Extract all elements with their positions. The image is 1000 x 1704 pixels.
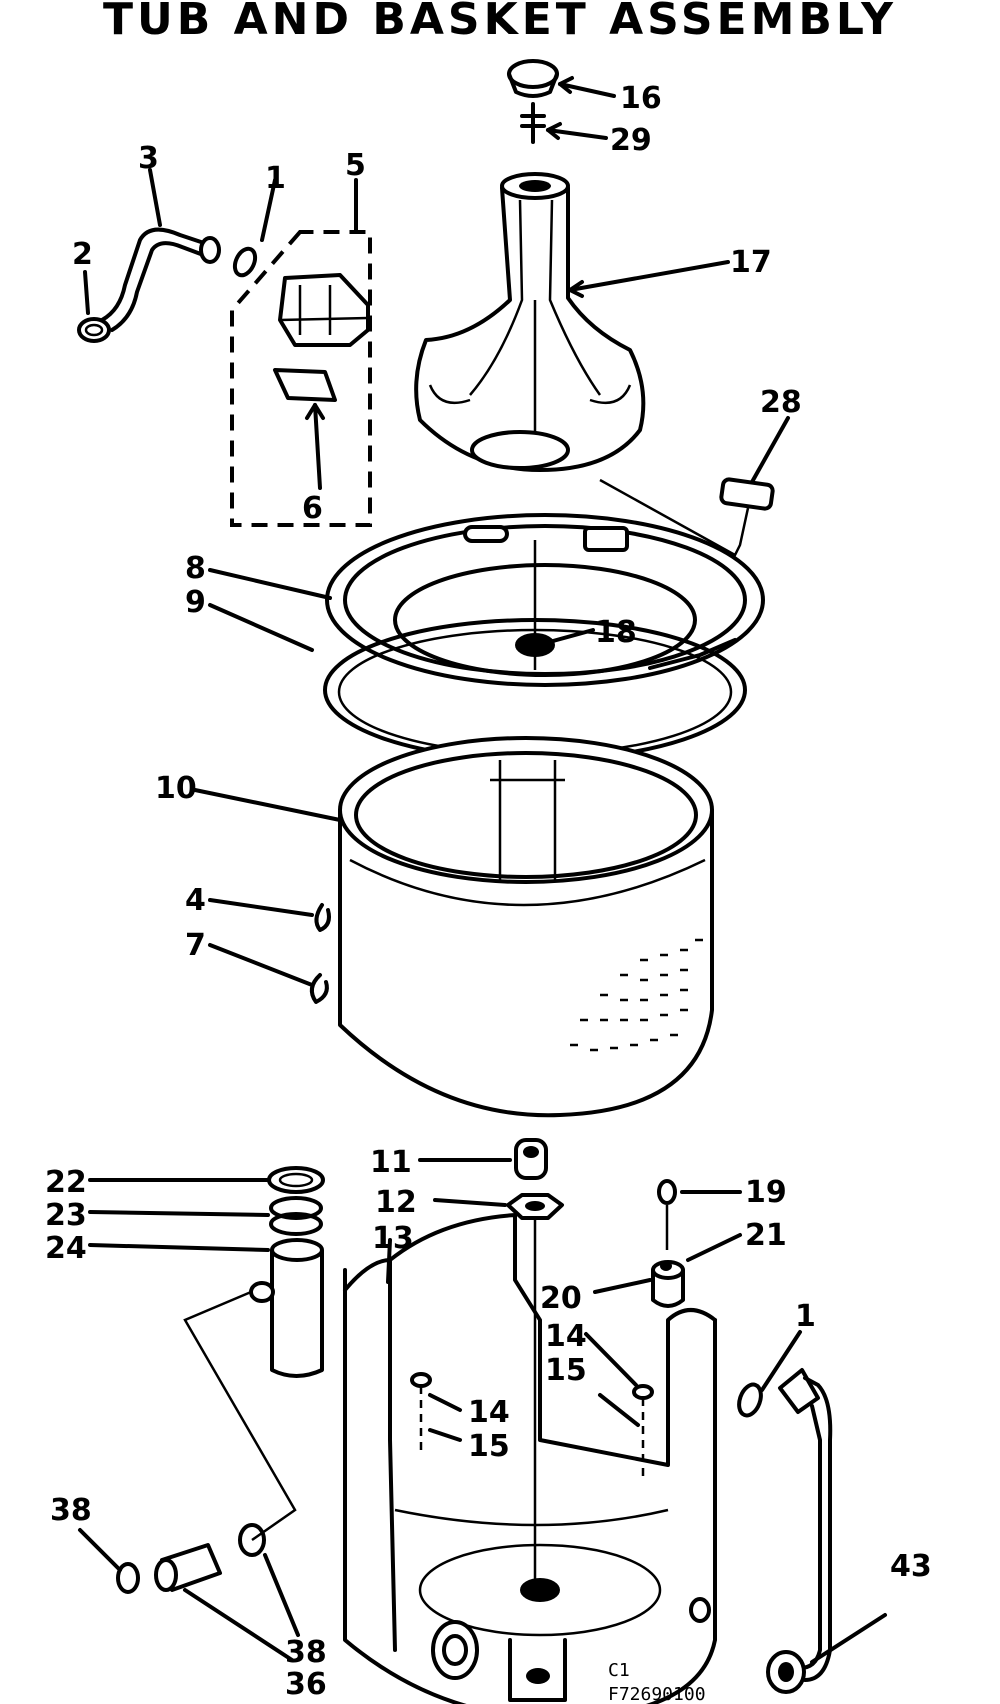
part-5-kit-box — [230, 230, 372, 527]
part-3-hose — [100, 227, 221, 332]
callout-15-left: 15 — [468, 1429, 510, 1464]
callout-29: 29 — [610, 123, 652, 158]
callout-4: 4 — [185, 883, 206, 918]
part-24-tube — [249, 1238, 324, 1378]
callout-15-right: 15 — [545, 1353, 587, 1388]
callout-7: 7 — [185, 928, 206, 963]
part-28-clip — [599, 477, 775, 557]
part-16-cap — [507, 59, 559, 98]
callout-14-left: 14 — [468, 1395, 510, 1430]
part-10-basket — [338, 736, 714, 1118]
leader-lines — [78, 76, 887, 1664]
part-19-bolt — [657, 1179, 677, 1250]
part-17-agitator — [414, 172, 646, 472]
part-36-connector — [154, 1543, 222, 1592]
callout-1: 1 — [265, 161, 286, 196]
part-1-washer — [232, 246, 258, 278]
part-29-bolt — [520, 102, 546, 144]
callout-8: 8 — [185, 551, 206, 586]
part-13-outer-tub — [343, 1213, 717, 1704]
callout-21: 21 — [745, 1218, 787, 1253]
callout-28: 28 — [760, 385, 802, 420]
part-38-clamp-left — [116, 1562, 140, 1594]
callout-3: 3 — [138, 141, 159, 176]
part-12-seal — [506, 1193, 564, 1220]
callout-9: 9 — [185, 585, 206, 620]
callout-23: 23 — [45, 1198, 87, 1233]
callout-11: 11 — [370, 1145, 412, 1180]
callout-10: 10 — [155, 771, 197, 806]
callout-17: 17 — [730, 245, 772, 280]
callout-38-right: 38 — [285, 1635, 327, 1670]
callout-38-left: 38 — [50, 1493, 92, 1528]
callout-5: 5 — [345, 148, 366, 183]
basket-holes — [570, 938, 703, 1052]
callout-12: 12 — [375, 1185, 417, 1220]
callout-16: 16 — [620, 81, 662, 116]
callout-18: 18 — [595, 615, 637, 650]
callout-36: 36 — [285, 1667, 327, 1702]
callout-20: 20 — [540, 1281, 582, 1316]
part-38-clamp-right — [238, 1523, 266, 1557]
part-43-hose — [766, 1368, 833, 1694]
part-6-gasket — [273, 368, 337, 402]
callout-19: 19 — [745, 1175, 787, 1210]
part-4-clip — [314, 903, 331, 932]
part-2-clamp — [77, 317, 111, 343]
callout-24: 24 — [45, 1231, 87, 1266]
part-14-screw-right — [632, 1384, 654, 1480]
footer-code: C1 — [608, 1660, 630, 1681]
part-1-washer-lower — [737, 1382, 763, 1418]
part-14-screw-left — [410, 1372, 432, 1455]
part-23-ring — [269, 1196, 323, 1236]
callout-1-lower: 1 — [795, 1299, 816, 1334]
callout-22: 22 — [45, 1165, 87, 1200]
part-8-tub-ring — [325, 513, 765, 687]
part-11-nut — [514, 1138, 548, 1180]
leader-24-to-36 — [183, 1290, 297, 1542]
callout-43: 43 — [890, 1549, 932, 1584]
part-21-grommet — [651, 1260, 685, 1308]
part-7-clip — [309, 973, 329, 1004]
diagram-title: TUB AND BASKET ASSEMBLY — [103, 0, 897, 45]
part-22-coupling — [267, 1166, 325, 1194]
callout-13: 13 — [372, 1221, 414, 1256]
callout-6: 6 — [302, 491, 323, 526]
callout-2: 2 — [72, 237, 93, 272]
callout-14-right: 14 — [545, 1319, 587, 1354]
footer-ref: F72690100 — [608, 1684, 706, 1704]
